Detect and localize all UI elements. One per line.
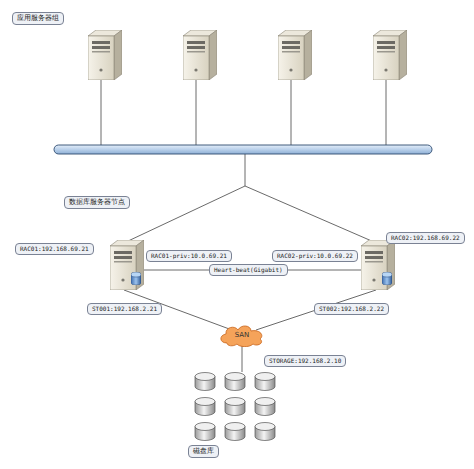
node-text: 应用服务器组 xyxy=(17,14,59,23)
node-text: Heart-beat(Gigabit) xyxy=(214,266,283,274)
node-text: 磁盘库 xyxy=(193,447,214,456)
san-cloud: SAN xyxy=(217,323,267,347)
group-label: 磁盘库 xyxy=(188,445,219,458)
disk-symbol xyxy=(255,373,275,391)
disk-symbol xyxy=(255,423,275,441)
disk-symbol xyxy=(225,398,245,416)
server-icon xyxy=(373,30,407,80)
server-wire xyxy=(291,80,292,146)
disk-symbol xyxy=(255,398,275,416)
node-text: RAC02:192.168.69.22 xyxy=(391,234,460,242)
group-label: 应用服务器组 xyxy=(12,12,64,25)
storage-wire xyxy=(242,346,243,372)
disk-symbol xyxy=(195,398,215,416)
node-text: RAC01-priv:10.0.69.21 xyxy=(151,252,227,260)
node-text: RAC01:192.168.69.21 xyxy=(20,245,89,253)
database-symbol xyxy=(131,272,141,285)
link-label: Heart-beat(Gigabit) xyxy=(209,264,288,276)
disk-symbol xyxy=(225,373,245,391)
server-wire xyxy=(196,80,197,146)
node-text: RAC02-priv:10.0.69.22 xyxy=(277,252,353,260)
server-icon xyxy=(88,30,122,80)
ip-label: STORAGE:192.168.2.10 xyxy=(264,355,346,367)
server-icon xyxy=(183,30,217,80)
server-wire xyxy=(101,80,102,146)
ip-label: ST002:192.168.2.22 xyxy=(314,303,389,315)
ip-label: RAC02-priv:10.0.69.22 xyxy=(272,250,358,262)
ip-label: ST001:192.168.2.21 xyxy=(87,303,162,315)
db-wire xyxy=(126,186,245,242)
network-bus xyxy=(54,145,432,154)
node-text: STORAGE:192.168.2.10 xyxy=(269,357,341,365)
group-label: 数据库服务器节点 xyxy=(64,196,130,209)
node-text: SAN xyxy=(235,331,250,339)
disk-symbol xyxy=(195,423,215,441)
db-server-icon xyxy=(361,240,395,290)
node-text: 数据库服务器节点 xyxy=(69,198,125,207)
ip-label: RAC01:192.168.69.21 xyxy=(15,243,94,255)
node-text: ST001:192.168.2.21 xyxy=(92,305,157,313)
disk-symbol xyxy=(195,373,215,391)
ip-label: RAC02:192.168.69.22 xyxy=(386,232,465,244)
db-wire xyxy=(245,186,374,242)
node-text: ST002:192.168.2.22 xyxy=(319,305,384,313)
cloud-shape xyxy=(221,326,262,347)
db-server-icon xyxy=(110,240,144,290)
disk-array xyxy=(195,373,275,441)
ip-label: RAC01-priv:10.0.69.21 xyxy=(146,250,232,262)
server-icon xyxy=(278,30,312,80)
network-wires xyxy=(101,80,386,372)
disk-symbol xyxy=(225,423,245,441)
database-symbol xyxy=(382,272,392,285)
server-wire xyxy=(386,80,387,146)
trunk-wire xyxy=(245,154,246,186)
